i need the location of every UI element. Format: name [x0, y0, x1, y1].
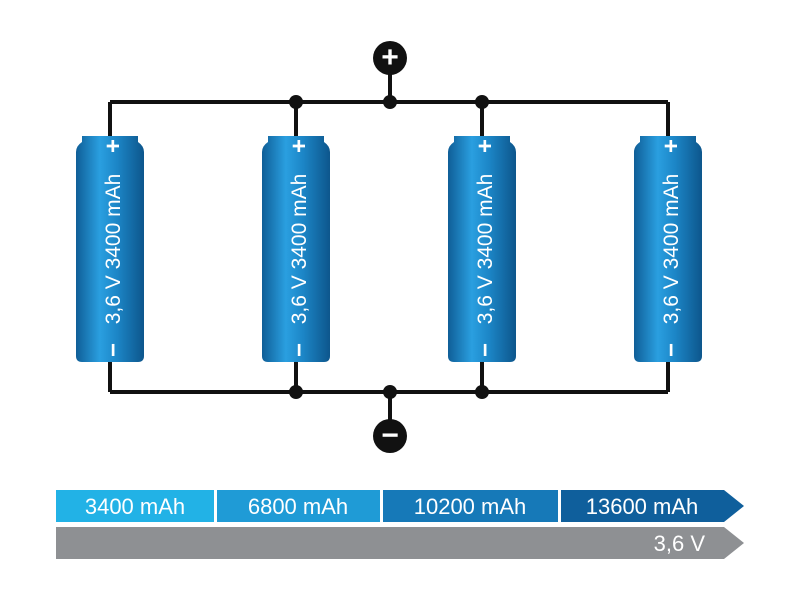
cell-plus-sign: +: [100, 139, 127, 153]
cell-label: 3,6 V 3400 mAh: [102, 174, 125, 325]
cell-minus-sign: −: [472, 343, 499, 357]
cell-body: [448, 136, 516, 362]
cell-body: [76, 136, 144, 362]
capacity-segment-3: [383, 490, 558, 522]
junction-dot: [475, 95, 489, 109]
cell-minus-sign: −: [286, 343, 313, 357]
cell-body: [634, 136, 702, 362]
battery-cell-3: 3,6 V 3400 mAh + −: [448, 136, 516, 362]
battery-cell-2: 3,6 V 3400 mAh + −: [262, 136, 330, 362]
cell-plus-sign: +: [286, 139, 313, 153]
positive-terminal-icon: [373, 41, 407, 75]
negative-terminal: −: [373, 419, 407, 453]
voltage-segment: [56, 527, 744, 559]
cell-label: 3,6 V 3400 mAh: [660, 174, 683, 325]
cell-label: 3,6 V 3400 mAh: [474, 174, 497, 325]
battery-cell-1: 3,6 V 3400 mAh + −: [76, 136, 144, 362]
junction-dot: [383, 385, 397, 399]
cell-plus-sign: +: [658, 139, 685, 153]
junction-dot: [475, 385, 489, 399]
voltage-bar: 3,6 V: [56, 527, 744, 559]
cell-minus-sign: −: [100, 343, 127, 357]
junctions: [289, 95, 489, 399]
capacity-label-1: 3400 mAh: [85, 494, 185, 519]
capacity-bar: 3400 mAh 6800 mAh 10200 mAh 13600 mAh: [56, 490, 744, 522]
junction-dot: [383, 95, 397, 109]
junction-dot: [289, 95, 303, 109]
capacity-label-3: 10200 mAh: [414, 494, 527, 519]
capacity-label-2: 6800 mAh: [248, 494, 348, 519]
negative-symbol: −: [381, 419, 399, 452]
capacity-segment-1: [56, 490, 214, 522]
junction-dot: [289, 385, 303, 399]
wiring: [108, 62, 670, 432]
capacity-label-4: 13600 mAh: [586, 494, 699, 519]
positive-symbol: +: [381, 41, 399, 74]
positive-terminal: +: [373, 41, 407, 75]
voltage-label: 3,6 V: [654, 531, 706, 556]
capacity-segment-2: [217, 490, 380, 522]
cell-minus-sign: −: [658, 343, 685, 357]
negative-terminal-icon: [373, 419, 407, 453]
cell-body: [262, 136, 330, 362]
capacity-segment-4: [561, 490, 744, 522]
cell-plus-sign: +: [472, 139, 499, 153]
battery-cell-4: 3,6 V 3400 mAh + −: [634, 136, 702, 362]
cell-label: 3,6 V 3400 mAh: [288, 174, 311, 325]
